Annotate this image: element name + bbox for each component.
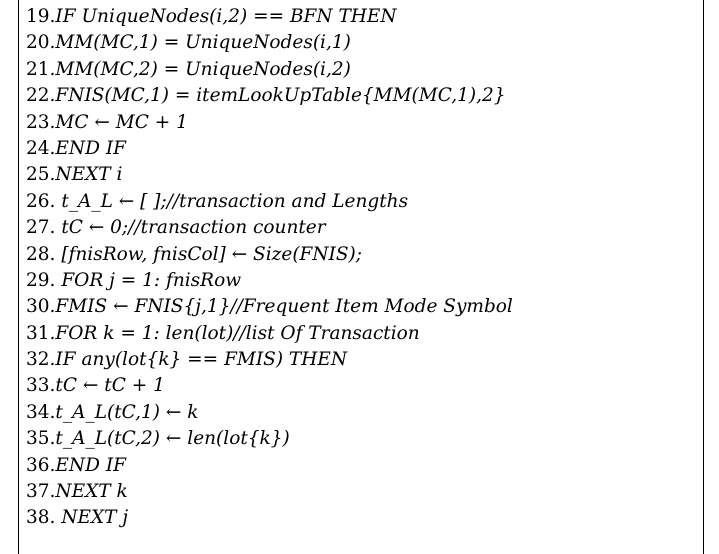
- line-text: t_A_L(tC,1) ← k: [55, 401, 199, 423]
- line-text: MM(MC,1) = UniqueNodes(i,1): [55, 32, 351, 54]
- line-text: END IF: [55, 454, 126, 476]
- line-number: 31.: [26, 322, 56, 344]
- line-number: 30.: [26, 296, 56, 318]
- line-text: FMIS ← FNIS{j,1}//Frequent Item Mode Sym…: [55, 296, 513, 318]
- code-line-19: 19.IF UniqueNodes(i,2) == BFN THEN: [26, 4, 696, 30]
- code-line-29: 29. FOR j = 1: fnisRow: [26, 268, 696, 294]
- line-text: NEXT i: [55, 164, 123, 186]
- code-line-33: 33.tC ← tC + 1: [26, 373, 696, 399]
- line-text: FNIS(MC,1) = itemLookUpTable{MM(MC,1),2}: [55, 85, 506, 107]
- line-text: MM(MC,2) = UniqueNodes(i,2): [55, 58, 351, 80]
- line-text: tC ← 0;//transaction counter: [61, 217, 326, 239]
- line-text: NEXT k: [55, 481, 128, 503]
- line-number: 36.: [26, 454, 56, 476]
- line-text: IF UniqueNodes(i,2) == BFN THEN: [55, 6, 397, 27]
- code-line-32: 32.IF any(lot{k} == FMIS) THEN: [26, 347, 696, 373]
- code-frame: [18, 0, 704, 554]
- code-line-20: 20.MM(MC,1) = UniqueNodes(i,1): [26, 30, 696, 56]
- line-number: 26.: [26, 190, 62, 212]
- line-number: 38.: [26, 507, 62, 529]
- line-number: 22.: [26, 85, 56, 107]
- code-line-34: 34.t_A_L(tC,1) ← k: [26, 400, 696, 426]
- line-number: 37.: [26, 481, 56, 503]
- line-number: 32.: [26, 349, 56, 371]
- code-line-38: 38. NEXT j: [26, 505, 696, 531]
- line-text: FOR k = 1: len(lot)//list Of Transaction: [55, 322, 420, 344]
- code-line-21: 21.MM(MC,2) = UniqueNodes(i,2): [26, 57, 696, 83]
- code-line-22: 22.FNIS(MC,1) = itemLookUpTable{MM(MC,1)…: [26, 83, 696, 109]
- line-text: tC ← tC + 1: [55, 375, 165, 397]
- code-line-26: 26. t_A_L ← [ ];//transaction and Length…: [26, 189, 696, 215]
- line-text: END IF: [55, 137, 126, 159]
- code-line-31: 31.FOR k = 1: len(lot)//list Of Transact…: [26, 321, 696, 347]
- line-number: 35.: [26, 428, 56, 450]
- line-number: 23.: [26, 111, 56, 133]
- line-number: 19.: [26, 6, 56, 27]
- line-text: t_A_L(tC,2) ← len(lot{k}): [55, 428, 290, 450]
- line-number: 34.: [26, 401, 56, 423]
- code-line-23: 23.MC ← MC + 1: [26, 110, 696, 136]
- line-number: 27.: [26, 217, 62, 239]
- line-text: t_A_L ← [ ];//transaction and Lengths: [61, 190, 409, 212]
- line-number: 20.: [26, 32, 56, 54]
- code-line-37: 37.NEXT k: [26, 479, 696, 505]
- line-text: IF any(lot{k} == FMIS) THEN: [55, 349, 348, 371]
- line-text: NEXT j: [61, 507, 129, 529]
- code-line-25: 25.NEXT i: [26, 162, 696, 188]
- line-text: MC ← MC + 1: [55, 111, 188, 133]
- code-line-30: 30.FMIS ← FNIS{j,1}//Frequent Item Mode …: [26, 294, 696, 320]
- pseudocode-block: 19.IF UniqueNodes(i,2) == BFN THEN 20.MM…: [26, 4, 696, 532]
- code-line-36: 36.END IF: [26, 453, 696, 479]
- line-number: 28.: [26, 243, 62, 265]
- line-number: 33.: [26, 375, 56, 397]
- line-text: [fnisRow, fnisCol] ← Size(FNIS);: [61, 243, 362, 265]
- line-number: 24.: [26, 137, 56, 159]
- line-number: 29.: [26, 269, 62, 291]
- code-line-27: 27. tC ← 0;//transaction counter: [26, 215, 696, 241]
- line-text: FOR j = 1: fnisRow: [61, 269, 242, 291]
- line-number: 25.: [26, 164, 56, 186]
- line-number: 21.: [26, 58, 56, 80]
- code-line-24: 24.END IF: [26, 136, 696, 162]
- code-line-28: 28. [fnisRow, fnisCol] ← Size(FNIS);: [26, 242, 696, 268]
- code-line-35: 35.t_A_L(tC,2) ← len(lot{k}): [26, 426, 696, 452]
